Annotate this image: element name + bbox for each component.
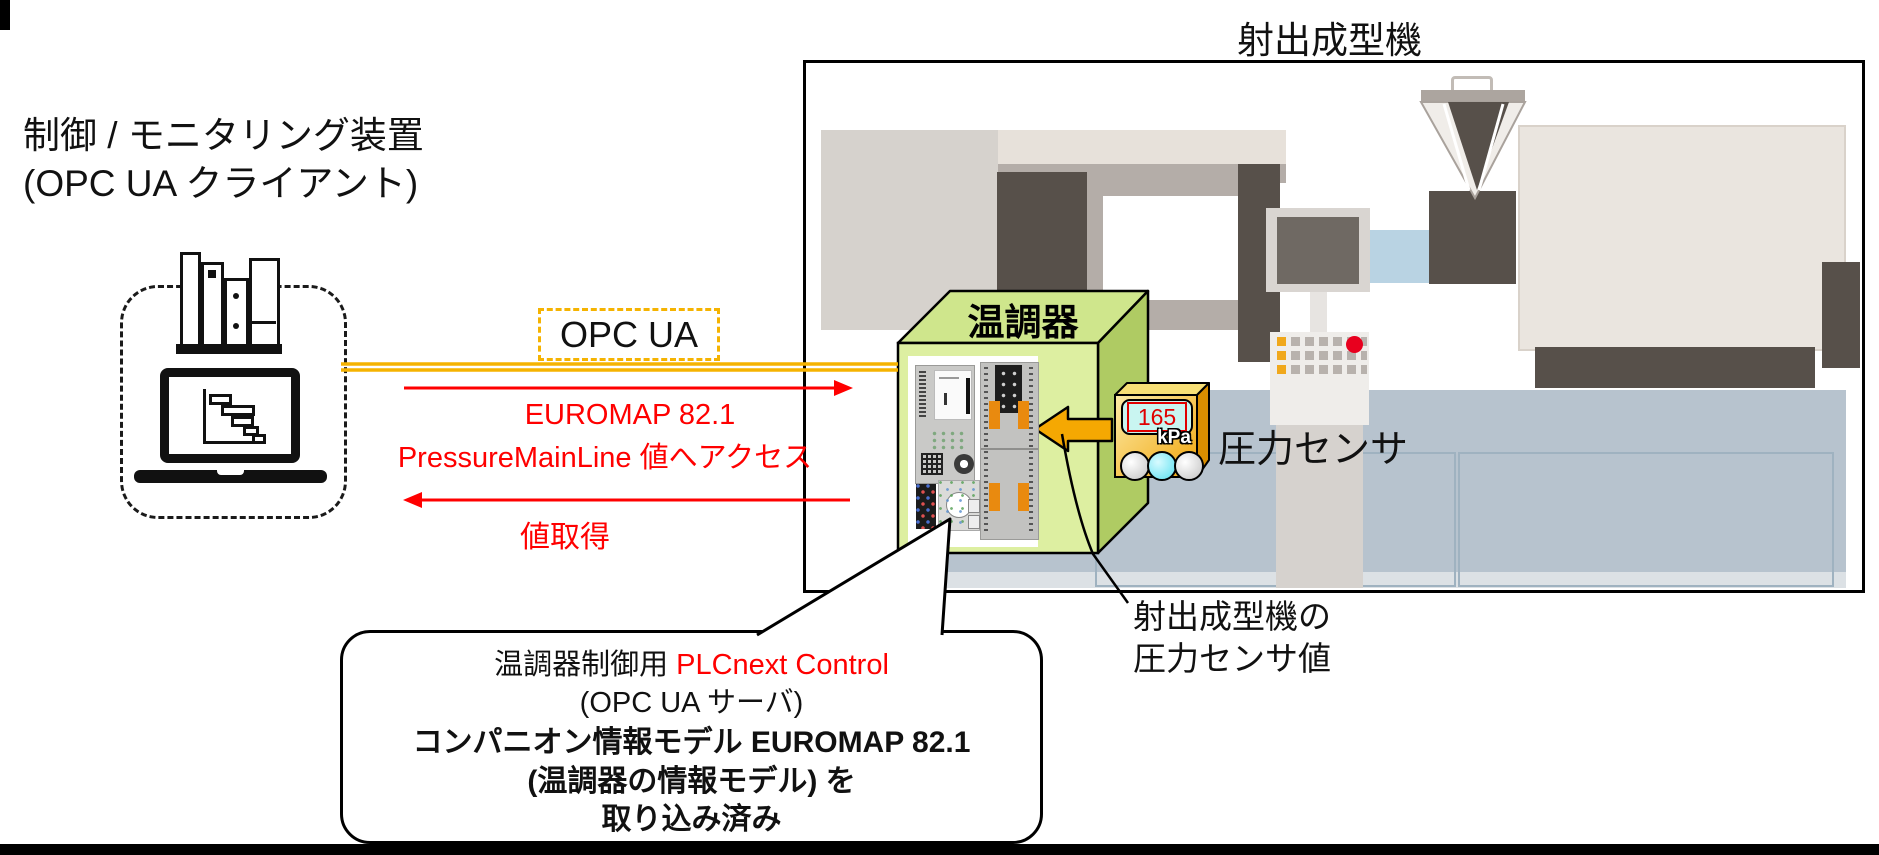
callout-line5: 取り込み済み bbox=[601, 803, 782, 836]
injection-molding-machine-box bbox=[803, 60, 1865, 593]
base-panel-right bbox=[1458, 452, 1834, 587]
machine-base-skirt bbox=[898, 572, 1846, 588]
callout-line1-black: 温調器制御用 bbox=[494, 649, 677, 681]
callout-line4: (温調器の情報モデル) を bbox=[527, 765, 856, 798]
machine-title: 射出成型機 bbox=[1237, 20, 1422, 61]
laptop-screen bbox=[160, 368, 300, 463]
request-label-line1: EUROMAP 82.1 bbox=[524, 399, 736, 431]
opcua-client-device-box bbox=[120, 285, 347, 519]
emergency-stop-button bbox=[1346, 336, 1363, 353]
machine-right-base-block bbox=[1535, 347, 1815, 388]
keypad-row bbox=[1291, 365, 1367, 374]
callout-line2: (OPC UA サーバ) bbox=[579, 687, 804, 719]
screen-edge-artifact-bottom bbox=[0, 844, 1879, 855]
book-spine bbox=[180, 252, 201, 347]
machine-right-housing bbox=[1518, 125, 1846, 351]
screen-edge-artifact-top-left bbox=[0, 0, 10, 30]
machine-sensor-note-line2: 圧力センサ値 bbox=[1133, 640, 1331, 677]
machine-clamp-pillar-left bbox=[997, 172, 1087, 330]
machine-sensor-note: 射出成型機の 圧力センサ値 bbox=[1133, 596, 1331, 680]
machine-far-right-block bbox=[1822, 262, 1860, 368]
operator-monitor-screen bbox=[1277, 217, 1359, 284]
opcua-protocol-label: OPC UA bbox=[538, 308, 720, 361]
client-heading-line2: (OPC UA クライアント) bbox=[23, 163, 419, 204]
plc-callout-bubble: 温調器制御用 PLCnext Control (OPC UA サーバ) コンパニ… bbox=[340, 630, 1043, 844]
injection-unit-block bbox=[1429, 191, 1516, 284]
keypad-orange-column bbox=[1277, 337, 1286, 374]
response-label: 値取得 bbox=[520, 521, 610, 554]
book-spine bbox=[201, 262, 224, 347]
machine-top-beam bbox=[998, 130, 1286, 164]
opcua-protocol-text: OPC UA bbox=[559, 313, 699, 355]
laptop-notch bbox=[217, 470, 244, 475]
injection-tie-bar bbox=[1360, 230, 1438, 283]
pedestal-column bbox=[1276, 425, 1363, 588]
callout-line3: コンパニオン情報モデル EUROMAP 82.1 bbox=[412, 726, 971, 759]
keypad-row bbox=[1291, 337, 1367, 346]
request-label-line2: PressureMainLine 値へアクセス bbox=[397, 442, 813, 474]
callout-line1: 温調器制御用 PLCnext Control bbox=[343, 641, 1040, 683]
machine-sensor-note-line1: 射出成型機の bbox=[1133, 598, 1331, 635]
monitor-stand bbox=[1310, 292, 1327, 332]
laptop-base bbox=[134, 470, 327, 483]
response-arrowhead-icon bbox=[403, 492, 422, 508]
callout-line1-red: PLCnext Control bbox=[676, 649, 889, 681]
keypad-row bbox=[1291, 351, 1367, 360]
client-heading-line1: 制御 / モニタリング装置 bbox=[23, 115, 424, 156]
client-heading: 制御 / モニタリング装置 (OPC UA クライアント) bbox=[23, 112, 424, 208]
book-spine bbox=[249, 258, 280, 347]
machine-left-block bbox=[821, 130, 998, 330]
bookshelf-shelf bbox=[176, 344, 282, 354]
mold-window-opening bbox=[1103, 196, 1240, 300]
hopper-lid bbox=[1421, 90, 1525, 102]
book-spine bbox=[224, 278, 249, 347]
